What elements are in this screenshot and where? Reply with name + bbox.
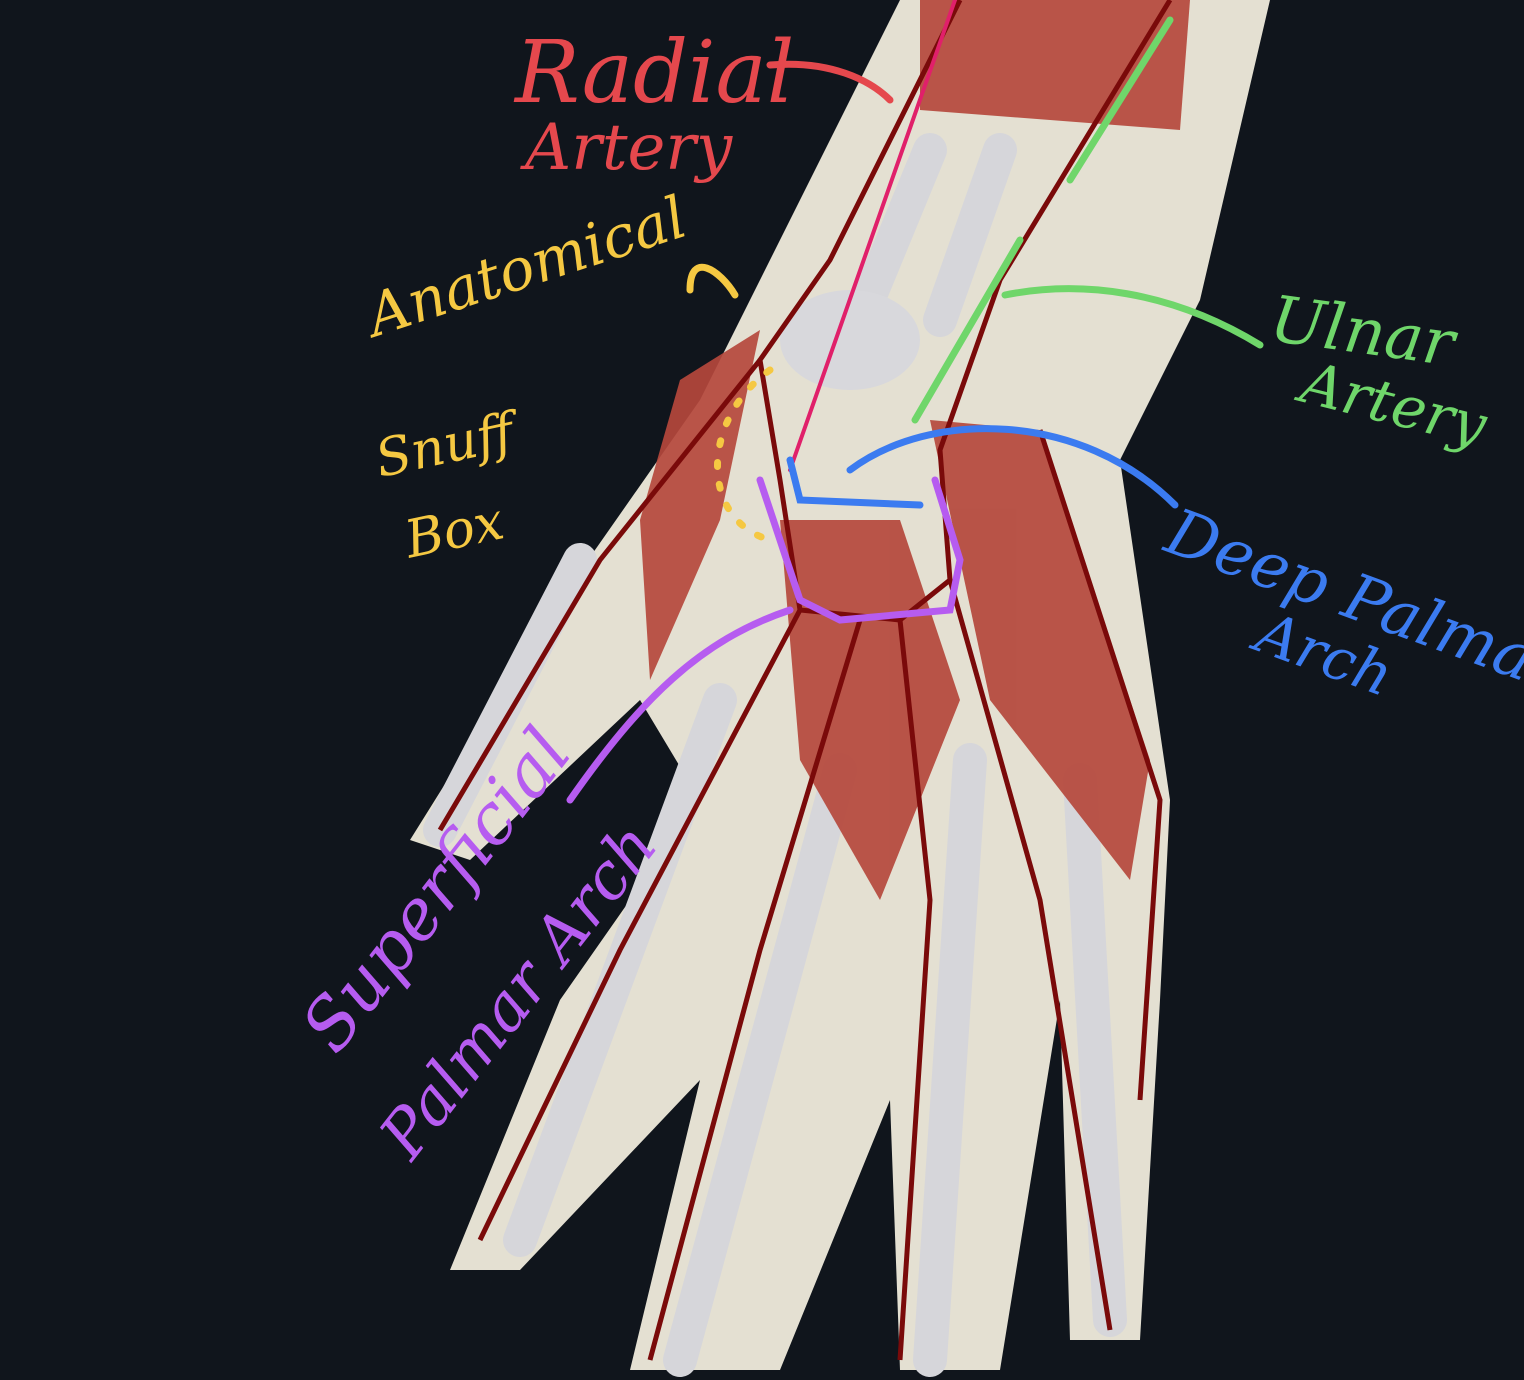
deep-arrow [846, 425, 1179, 509]
tendons [423, 133, 1127, 1377]
ulnar-highlight-1 [1066, 16, 1174, 184]
superficial-arch-outline [756, 476, 964, 624]
snuffbox-arrow [686, 263, 739, 299]
superficial-arrow [566, 606, 794, 804]
snuffbox-outline [714, 366, 774, 544]
ulnar-arrow [1001, 285, 1264, 349]
label-line: Artery [525, 111, 733, 185]
radial-arrow [766, 60, 894, 104]
radial-highlight [788, 0, 957, 472]
ulnar-highlight-2 [911, 236, 1024, 424]
annotation-strokes [566, 0, 1264, 804]
deep-arch-outline [786, 456, 924, 509]
radial-artery-label: Radial Artery [515, 30, 794, 180]
label-line: Radial [515, 23, 795, 123]
carpal-ligament [780, 290, 920, 390]
arteries [437, 0, 1173, 1361]
